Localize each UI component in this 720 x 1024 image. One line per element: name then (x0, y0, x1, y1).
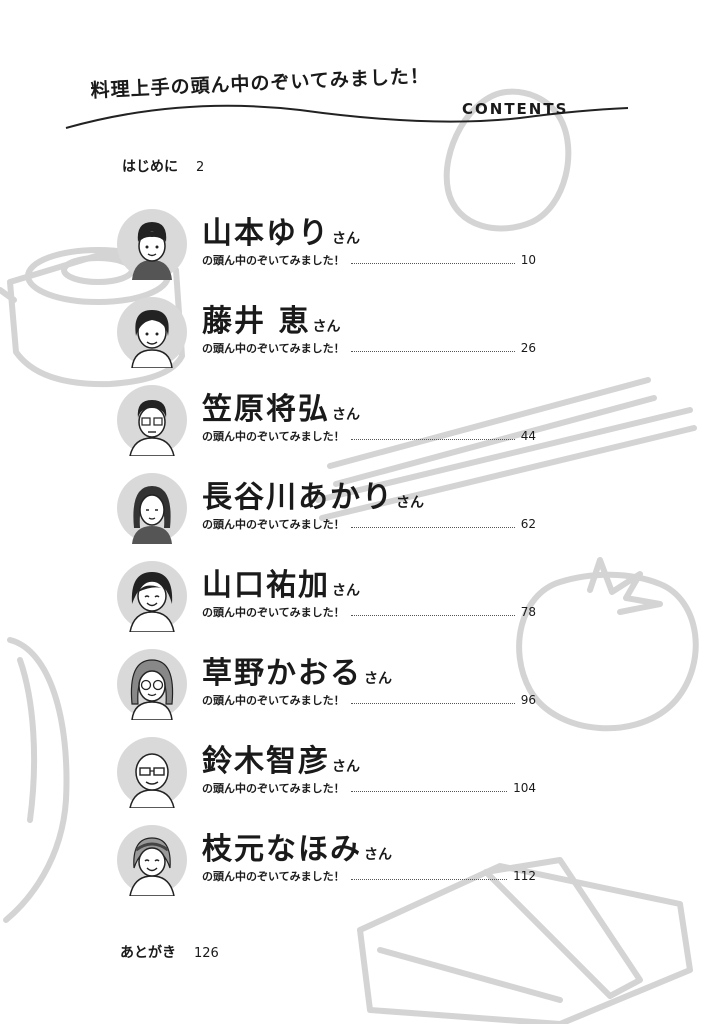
contents-label: CONTENTS (462, 100, 569, 118)
avatar (117, 561, 187, 632)
dot-leader (350, 262, 515, 264)
person-name: 枝元なほみさん (202, 832, 392, 867)
person-name: 草野かおるさん (202, 656, 392, 691)
person-name: 鈴木智彦さん (202, 744, 360, 779)
entry-subtitle-row: の頭ん中のぞいてみました！104 (202, 781, 536, 795)
entry-subtitle-row: の頭ん中のぞいてみました！10 (202, 253, 536, 267)
entry-subtitle-row: の頭ん中のぞいてみました！62 (202, 517, 536, 531)
entry-subtitle-row: の頭ん中のぞいてみました！26 (202, 341, 536, 355)
page-number: 10 (520, 253, 536, 267)
avatar (117, 473, 187, 544)
page-number: 78 (520, 605, 536, 619)
toc-entry[interactable]: 長谷川あかりさん の頭ん中のぞいてみました！62 (116, 472, 556, 548)
toc-entry[interactable]: 笠原将弘さん の頭ん中のぞいてみました！44 (116, 384, 556, 460)
dot-leader (350, 878, 508, 880)
page-number: 112 (513, 869, 536, 883)
entry-subtitle-row: の頭ん中のぞいてみました！112 (202, 869, 536, 883)
page-number: 26 (520, 341, 536, 355)
toc-entry[interactable]: 山口祐加さん の頭ん中のぞいてみました！78 (116, 560, 556, 636)
toc-outro[interactable]: あとがき 126 (120, 942, 219, 962)
eggplant-illustration (3, 637, 70, 923)
tomato-illustration (516, 571, 699, 732)
outro-label: あとがき (120, 945, 176, 961)
chopsticks-illustration (327, 377, 651, 469)
entry-subtitle-row: の頭ん中のぞいてみました！96 (202, 693, 536, 707)
toc-entry[interactable]: 鈴木智彦さん の頭ん中のぞいてみました！104 (116, 736, 556, 812)
toc-entry[interactable]: 枝元なほみさん の頭ん中のぞいてみました！112 (116, 824, 556, 900)
page-number: 104 (513, 781, 536, 795)
cutting-board-illustration (357, 863, 693, 1024)
entry-subtitle-row: の頭ん中のぞいてみました！78 (202, 605, 536, 619)
dot-leader (350, 614, 515, 616)
person-name: 笠原将弘さん (202, 392, 360, 427)
outro-page: 126 (194, 946, 219, 961)
dot-leader (350, 790, 508, 792)
egg-illustration (443, 88, 572, 232)
page-number: 96 (520, 693, 536, 707)
toc-entry[interactable]: 山本ゆりさん の頭ん中のぞいてみました！10 (116, 208, 556, 284)
avatar (117, 297, 187, 368)
entry-subtitle-row: の頭ん中のぞいてみました！44 (202, 429, 536, 443)
avatar (117, 385, 187, 456)
dot-leader (350, 702, 515, 704)
page-number: 44 (520, 429, 536, 443)
person-name: 山口祐加さん (202, 568, 360, 603)
avatar (117, 737, 187, 808)
avatar (117, 649, 187, 720)
dot-leader (350, 526, 515, 528)
intro-label: はじめに (122, 159, 178, 175)
avatar (117, 825, 187, 896)
person-name: 藤井 恵さん (202, 304, 341, 339)
dot-leader (350, 438, 515, 440)
header-underline (65, 104, 629, 129)
avatar (117, 209, 187, 280)
toc-entry[interactable]: 藤井 恵さん の頭ん中のぞいてみました！26 (116, 296, 556, 372)
person-name: 山本ゆりさん (202, 216, 360, 251)
toc-entry[interactable]: 草野かおるさん の頭ん中のぞいてみました！96 (116, 648, 556, 724)
knife-illustration (483, 857, 643, 999)
person-name: 長谷川あかりさん (202, 480, 424, 515)
dot-leader (350, 350, 515, 352)
intro-page: 2 (196, 160, 205, 175)
page-number: 62 (520, 517, 536, 531)
toc-intro[interactable]: はじめに 2 (122, 156, 204, 176)
